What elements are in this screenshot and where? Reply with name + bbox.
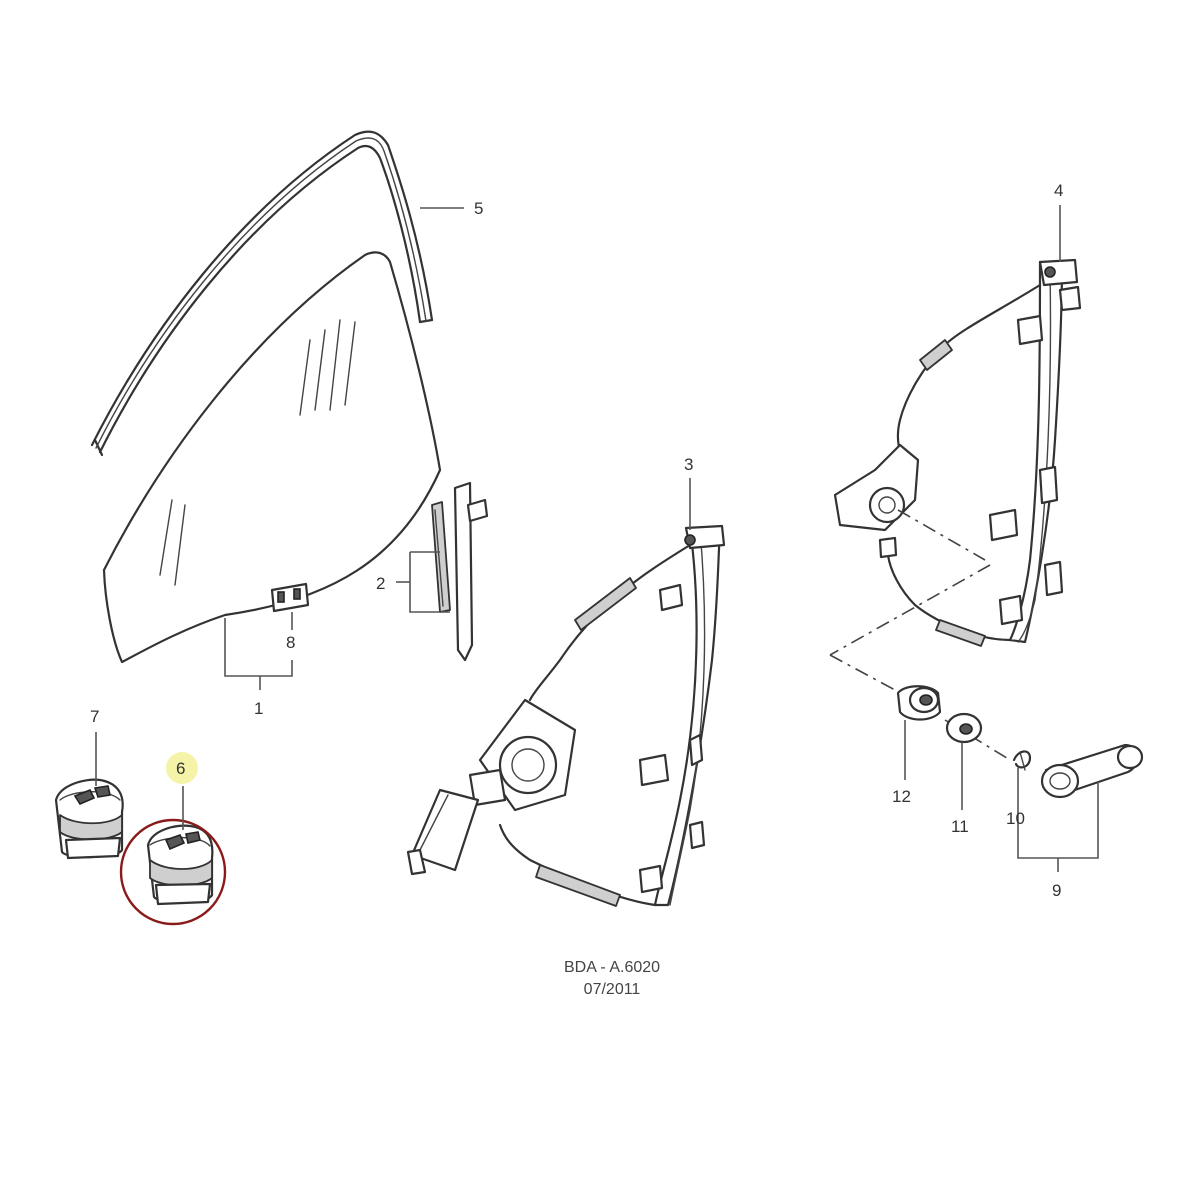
diagram-date: 07/2011 [584,981,641,998]
callout-2: 2 [376,574,385,593]
callout-labels: 5 4 3 2 8 1 7 6 12 11 10 9 [90,181,1063,900]
callout-5: 5 [474,199,483,218]
callout-6: 6 [176,759,185,778]
rear-guide-rail [431,481,489,662]
part-6-callout-marker [166,752,198,784]
washer-part-11 [945,712,983,744]
retaining-clip-part-10 [1012,750,1032,771]
callout-3: 3 [684,455,693,474]
bushing-part-12 [896,685,942,721]
callout-7: 7 [90,707,99,726]
electric-window-regulator [406,524,726,907]
door-window-glass [102,251,442,664]
callout-4: 4 [1054,181,1063,200]
callout-1: 1 [254,699,263,718]
diagram-code: BDA - A.6020 [564,959,660,976]
glass-run-channel-seal [90,130,434,457]
manual-window-regulator [829,258,1082,761]
callout-11: 11 [951,817,969,836]
leader-lines [95,205,1099,872]
part-6-highlight-circle [119,818,227,926]
callout-12: 12 [892,787,911,806]
window-crank-handle [1040,743,1144,799]
callout-8: 8 [286,633,295,652]
window-switch-part-6 [146,824,214,906]
callout-9: 9 [1052,881,1061,900]
callout-10: 10 [1006,809,1025,828]
glass-clamp-bracket [270,582,310,613]
window-switch-part-7 [54,778,124,860]
